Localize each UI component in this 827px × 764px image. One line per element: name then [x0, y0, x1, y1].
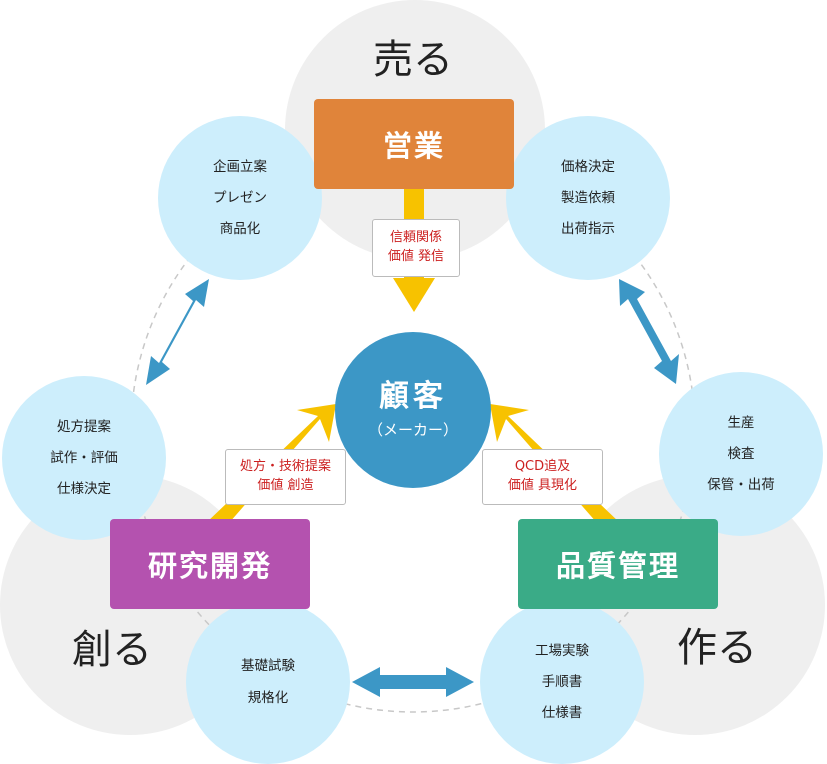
qc-department-box: 品質管理: [518, 519, 718, 609]
customer-subtitle: （メーカー）: [367, 421, 458, 439]
sell-verb: 売る: [373, 37, 453, 83]
task-label: プレゼン: [213, 189, 267, 206]
rnd-value-note: 処方・技術提案 価値 創造: [225, 449, 346, 505]
task-label: 生産: [727, 414, 755, 431]
note-line: 価値 発信: [387, 249, 445, 264]
note-line: 価値 創造: [257, 478, 314, 493]
task-label: 処方提案: [57, 418, 111, 435]
make-verb: 作る: [677, 625, 757, 671]
qc-value-note: QCD追及 価値 具現化: [482, 449, 603, 505]
note-line: 信頼関係: [389, 230, 442, 246]
rnd-proposal-bubble: 処方提案 試作・評価 仕様決定: [2, 376, 166, 540]
customer-circle: 顧客 （メーカー）: [335, 332, 491, 488]
task-label: 規格化: [247, 689, 289, 706]
sales-department-box: 営業: [314, 99, 514, 189]
task-label: 仕様書: [541, 705, 583, 722]
task-label: 試作・評価: [50, 449, 118, 466]
top-right-link-arrow: [619, 279, 679, 384]
task-label: 保管・出荷: [707, 477, 775, 494]
task-label: 仕様決定: [57, 481, 111, 498]
sales-value-note: 信頼関係 価値 発信: [372, 219, 460, 277]
sales-order-bubble: 価格決定 製造依頼 出荷指示: [506, 116, 670, 280]
note-line: QCD追及: [514, 459, 571, 475]
task-label: 商品化: [219, 221, 261, 238]
task-label: 検査: [727, 445, 755, 462]
task-label: 基礎試験: [241, 658, 295, 675]
sales-planning-bubble: 企画立案 プレゼン 商品化: [158, 116, 322, 280]
task-label: 工場実験: [535, 642, 589, 659]
bottom-link-arrow: [352, 667, 474, 697]
rnd-department-box: 研究開発: [110, 519, 310, 609]
task-label: 出荷指示: [561, 221, 615, 238]
top-left-link-arrow: [146, 279, 209, 385]
task-label: 製造依頼: [561, 189, 615, 206]
task-label: 企画立案: [213, 158, 267, 175]
note-line: 価値 具現化: [507, 478, 578, 493]
note-line: 処方・技術提案: [239, 459, 331, 475]
create-verb: 創る: [72, 627, 152, 673]
task-label: 価格決定: [561, 158, 615, 175]
task-label: 手順書: [541, 673, 583, 690]
qc-factory-bubble: 工場実験 手順書 仕様書: [480, 600, 644, 764]
rnd-testing-bubble: 基礎試験 規格化: [186, 600, 350, 764]
customer-title: 顧客: [379, 379, 447, 414]
qc-production-bubble: 生産 検査 保管・出荷: [659, 372, 823, 536]
